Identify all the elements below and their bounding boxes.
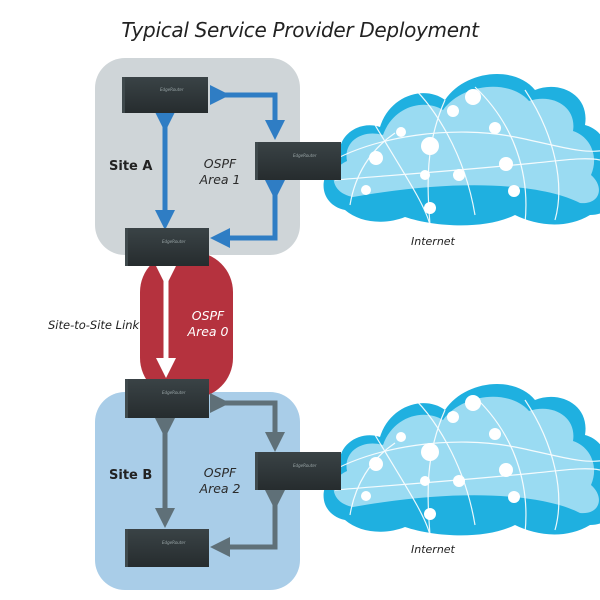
svg-text:EdgeRouter: EdgeRouter — [162, 540, 186, 545]
site-a-label: Site A — [109, 159, 153, 174]
ospf-area-2-line1: OSPF — [203, 465, 237, 480]
internet-label-top: Internet — [411, 235, 455, 248]
ospf-area-0-line2: Area 0 — [187, 324, 229, 339]
ospf-area-1-label: OSPF Area 1 — [190, 156, 250, 188]
router-site-a-right: EdgeRouter — [255, 142, 341, 180]
diagram-title: Typical Service Provider Deployment — [121, 18, 479, 42]
internet-cloud-bottom — [323, 383, 600, 536]
arrow-a-right-bottom — [210, 180, 285, 248]
router-site-a-bottom: EdgeRouter — [125, 228, 209, 266]
svg-text:EdgeRouter: EdgeRouter — [293, 153, 317, 158]
site-to-site-link-label: Site-to-Site Link — [48, 318, 140, 332]
ospf-area-0-line1: OSPF — [191, 308, 225, 323]
router-site-b-bottom: EdgeRouter — [125, 529, 209, 567]
ospf-area-2-label: OSPF Area 2 — [190, 465, 250, 497]
router-site-b-right: EdgeRouter — [255, 452, 341, 490]
ospf-area-1-line1: OSPF — [203, 156, 237, 171]
internet-label-bottom: Internet — [411, 543, 455, 556]
arrow-b-top-right — [210, 393, 285, 452]
svg-text:EdgeRouter: EdgeRouter — [293, 463, 317, 468]
router-site-a-top: EdgeRouter — [122, 77, 208, 113]
internet-cloud-top — [323, 73, 600, 226]
svg-text:EdgeRouter: EdgeRouter — [160, 87, 184, 92]
arrow-b-right-bottom — [210, 490, 285, 557]
ospf-area-0-label: OSPF Area 0 — [178, 308, 238, 340]
svg-text:EdgeRouter: EdgeRouter — [162, 239, 186, 244]
router-site-b-top: EdgeRouter — [125, 379, 209, 418]
ospf-area-2-line2: Area 2 — [199, 481, 241, 496]
site-b-label: Site B — [109, 468, 153, 483]
svg-text:EdgeRouter: EdgeRouter — [162, 390, 186, 395]
arrow-a-top-right — [210, 85, 285, 140]
ospf-area-1-line2: Area 1 — [199, 172, 241, 187]
